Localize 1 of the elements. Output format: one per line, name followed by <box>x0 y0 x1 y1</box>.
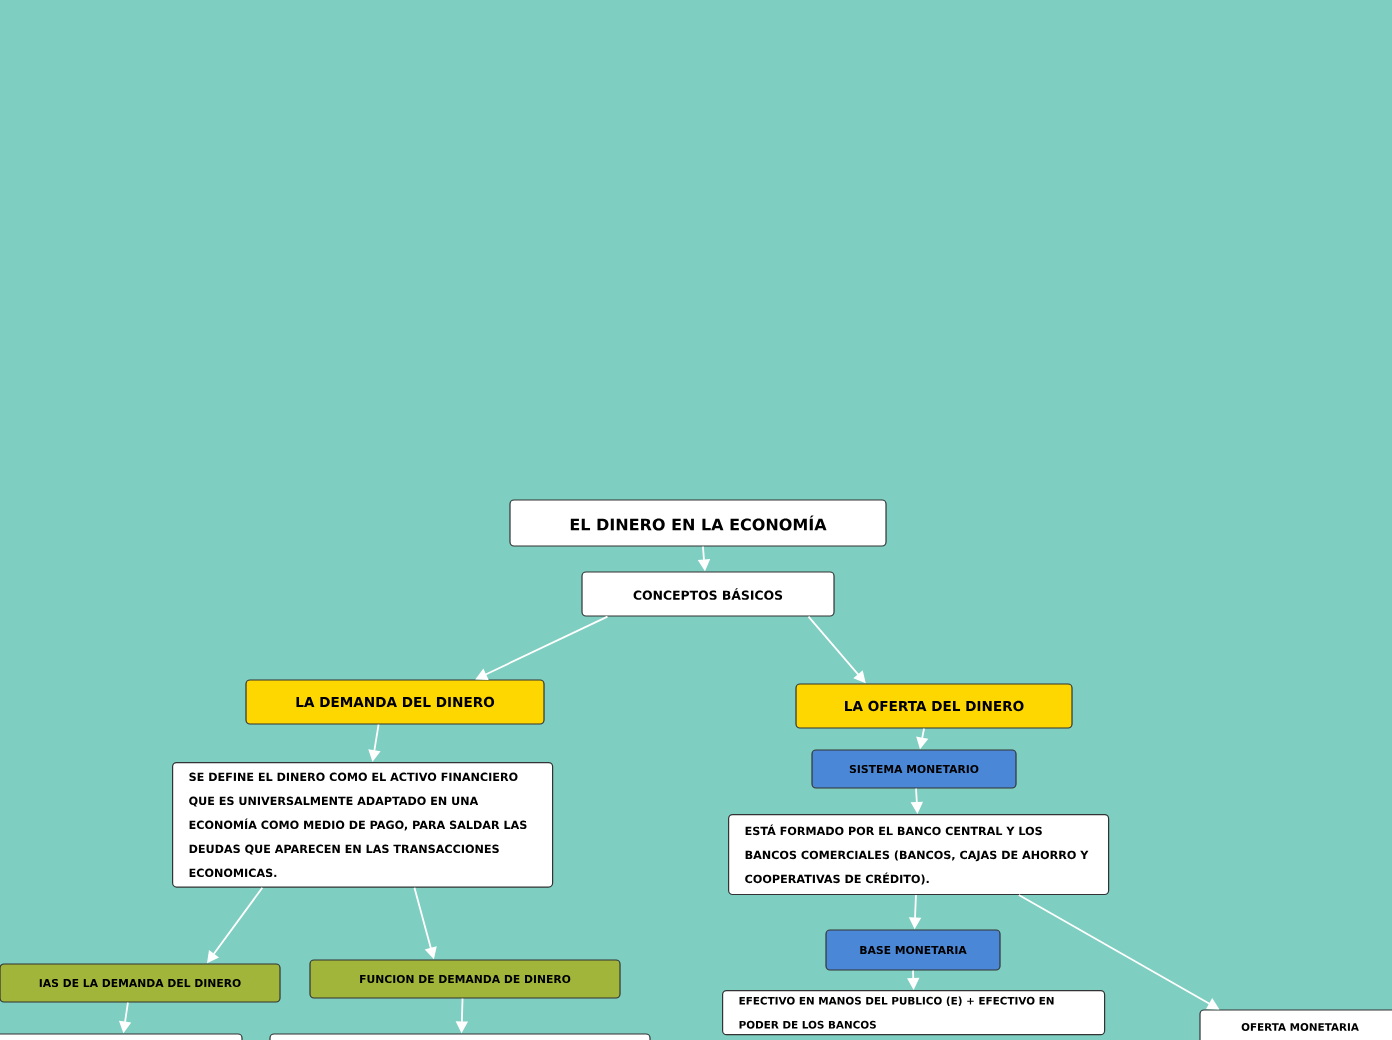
title-box: EL DINERO EN LA ECONOMÍA <box>509 499 887 547</box>
